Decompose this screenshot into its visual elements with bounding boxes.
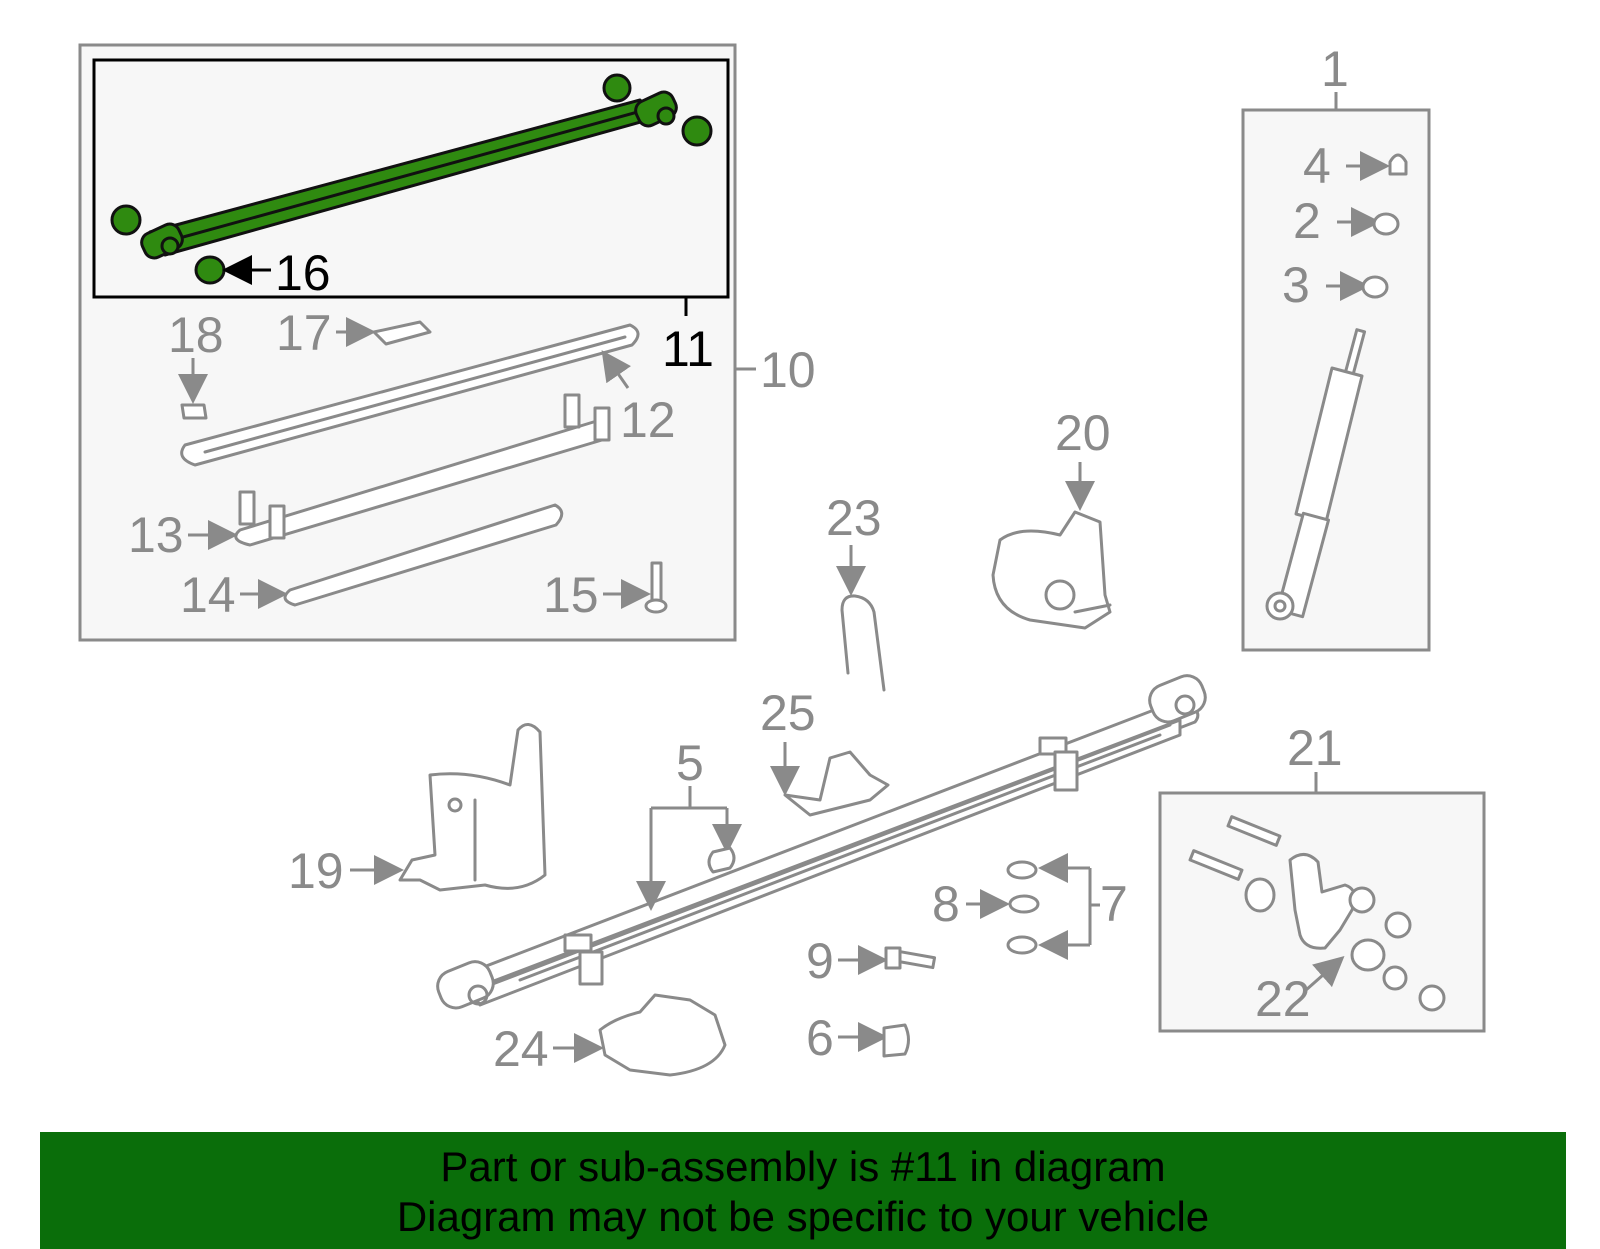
label-2: 2	[1293, 193, 1321, 249]
spring-assembly-11[interactable]	[138, 89, 679, 261]
spring-seat-25	[783, 750, 890, 817]
bolt-9	[884, 946, 937, 970]
leaf-13	[234, 393, 611, 547]
banner-line-2: Diagram may not be specific to your vehi…	[396, 1193, 1210, 1240]
label-13: 13	[128, 507, 184, 563]
label-4: 4	[1303, 138, 1331, 194]
label-9: 9	[806, 933, 834, 989]
shock-absorber-1	[1265, 328, 1367, 621]
label-1: 1	[1321, 41, 1349, 97]
label-24: 24	[493, 1021, 549, 1077]
label-15: 15	[543, 567, 599, 623]
leaf-12	[180, 323, 640, 467]
washers-7	[1006, 860, 1040, 955]
label-5: 5	[676, 735, 704, 791]
bushing-2	[1372, 212, 1400, 236]
banner-line-1: Part or sub-assembly is #11 in diagram	[440, 1143, 1166, 1190]
spring-seat-24	[598, 993, 727, 1077]
label-17: 17	[276, 305, 332, 361]
info-banner: Part or sub-assembly is #11 in diagram D…	[40, 1132, 1566, 1249]
label-7: 7	[1100, 876, 1128, 932]
bushing-3	[1361, 275, 1389, 299]
label-10: 10	[760, 342, 816, 398]
label-16: 16	[275, 245, 331, 301]
block-18	[180, 403, 208, 420]
shackle-kit-21	[1188, 815, 1446, 1012]
label-8: 8	[932, 876, 960, 932]
pad-17	[372, 320, 432, 346]
label-19: 19	[288, 843, 344, 899]
parts-diagram: 18 17 12 13 14 15 16 11 10 1 4 2 3 20 23…	[78, 41, 1486, 1077]
main-leaf-spring	[436, 674, 1207, 1010]
bushing-5	[707, 846, 736, 874]
label-11: 11	[662, 321, 714, 377]
label-23: 23	[826, 490, 882, 546]
u-bolt-23	[840, 594, 886, 692]
label-25: 25	[760, 685, 816, 741]
label-14: 14	[180, 567, 236, 623]
label-22: 22	[1255, 971, 1311, 1027]
hanger-19	[398, 723, 547, 892]
label-3: 3	[1282, 257, 1310, 313]
cap-4	[1388, 153, 1408, 176]
bushing-6	[882, 1023, 910, 1058]
label-21: 21	[1287, 720, 1343, 776]
label-18: 18	[168, 307, 224, 363]
label-20: 20	[1055, 405, 1111, 461]
bracket-20	[991, 510, 1112, 630]
label-12: 12	[620, 392, 676, 448]
label-6: 6	[806, 1010, 834, 1066]
